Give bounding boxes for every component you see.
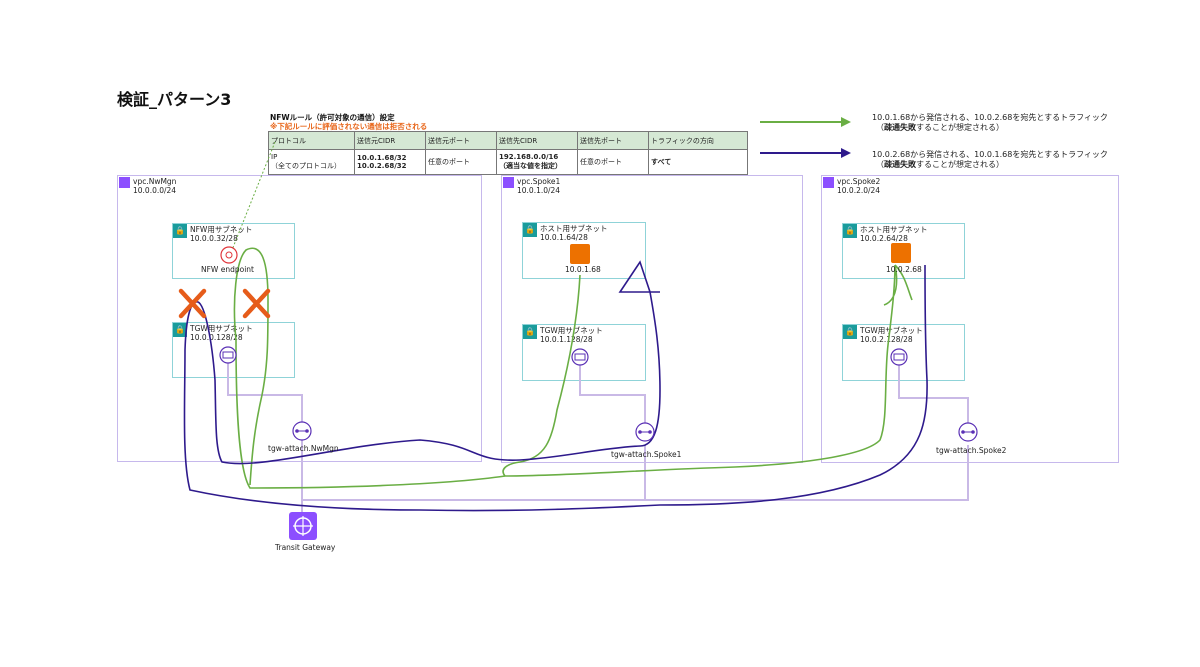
purple-flow	[183, 260, 928, 512]
legend-green-text: 10.0.1.68から発信される、10.0.2.68を宛先とするトラフィック （…	[872, 113, 1108, 132]
cell-direction: すべて	[648, 149, 748, 175]
ec2-instance-icon	[891, 243, 911, 263]
page-title: 検証_パターン3	[117, 90, 232, 109]
header-dst-cidr: 送信先CIDR	[496, 131, 578, 150]
attach-spoke2-label: tgw-attach.Spoke2	[936, 446, 1007, 455]
nfw-endpoint-label: NFW endpoint	[201, 265, 254, 274]
cross-icon	[242, 288, 271, 319]
cell-protocol: IP（全てのプロトコル）	[268, 149, 355, 175]
vpc-icon	[119, 177, 130, 188]
rule-reference-line	[229, 141, 276, 256]
header-src-port: 送信元ポート	[425, 131, 497, 150]
nfw-endpoint-icon	[220, 246, 238, 264]
vpc-icon	[503, 177, 514, 188]
connector-spoke2-tgw	[645, 445, 969, 501]
table-header-row: プロトコル 送信元CIDR 送信元ポート 送信先CIDR 送信先ポート トラフィ…	[268, 131, 748, 150]
attach-spoke1-label: tgw-attach.Spoke1	[611, 450, 682, 459]
transit-gateway-label: Transit Gateway	[275, 543, 336, 552]
connector-nwmgn	[227, 360, 303, 520]
nfw-rule-table: プロトコル 送信元CIDR 送信元ポート 送信先CIDR 送信先ポート トラフィ…	[268, 131, 748, 175]
rule-note: ※下記ルールに評価されない通信は拒否される	[270, 122, 428, 131]
green-flow-spoke	[502, 264, 913, 477]
legend-green-arrowhead	[841, 117, 851, 127]
lock-icon: 🔒	[523, 223, 537, 237]
tgw-attachment-icon	[958, 422, 978, 442]
blocked-cross-marks	[178, 288, 271, 319]
cross-icon	[178, 288, 207, 319]
header-protocol: プロトコル	[268, 131, 355, 150]
tgw-attachment-icon	[635, 422, 655, 442]
host2-ip-label: 10.0.2.68	[886, 265, 922, 274]
lock-icon: 🔒	[843, 325, 857, 339]
lock-icon: 🔒	[173, 224, 187, 238]
eni-icon	[219, 346, 237, 364]
attach-nwmgn-label: tgw-attach.NwMgn	[268, 444, 339, 453]
lock-icon: 🔒	[173, 323, 187, 337]
cell-src-port: 任意のポート	[425, 149, 497, 175]
lock-icon: 🔒	[843, 224, 857, 238]
connector-spoke2-subnet	[898, 360, 969, 432]
connector-spoke1-subnet	[579, 360, 646, 432]
legend-arrows	[760, 117, 851, 158]
eni-icon	[890, 348, 908, 366]
eni-icon	[571, 348, 589, 366]
rule-title: NFWルール（許可対象の通信）設定	[270, 113, 395, 122]
host1-ip-label: 10.0.1.68	[565, 265, 601, 274]
cell-dst-cidr: 192.168.0.0/16（適当な値を指定）	[496, 149, 578, 175]
green-flow-nwmgn	[233, 247, 506, 489]
vpc-icon	[823, 177, 834, 188]
transit-gateway-icon	[289, 512, 317, 540]
cell-dst-port: 任意のポート	[577, 149, 649, 175]
header-direction: トラフィックの方向	[648, 131, 748, 150]
tgw-attachment-icon	[292, 421, 312, 441]
tgw-connectors	[227, 360, 969, 520]
ec2-instance-icon	[570, 244, 590, 264]
lock-icon: 🔒	[523, 325, 537, 339]
legend-purple-arrowhead	[841, 148, 851, 158]
legend-purple-text: 10.0.2.68から発信される、10.0.1.68を宛先とするトラフィック （…	[872, 150, 1108, 169]
